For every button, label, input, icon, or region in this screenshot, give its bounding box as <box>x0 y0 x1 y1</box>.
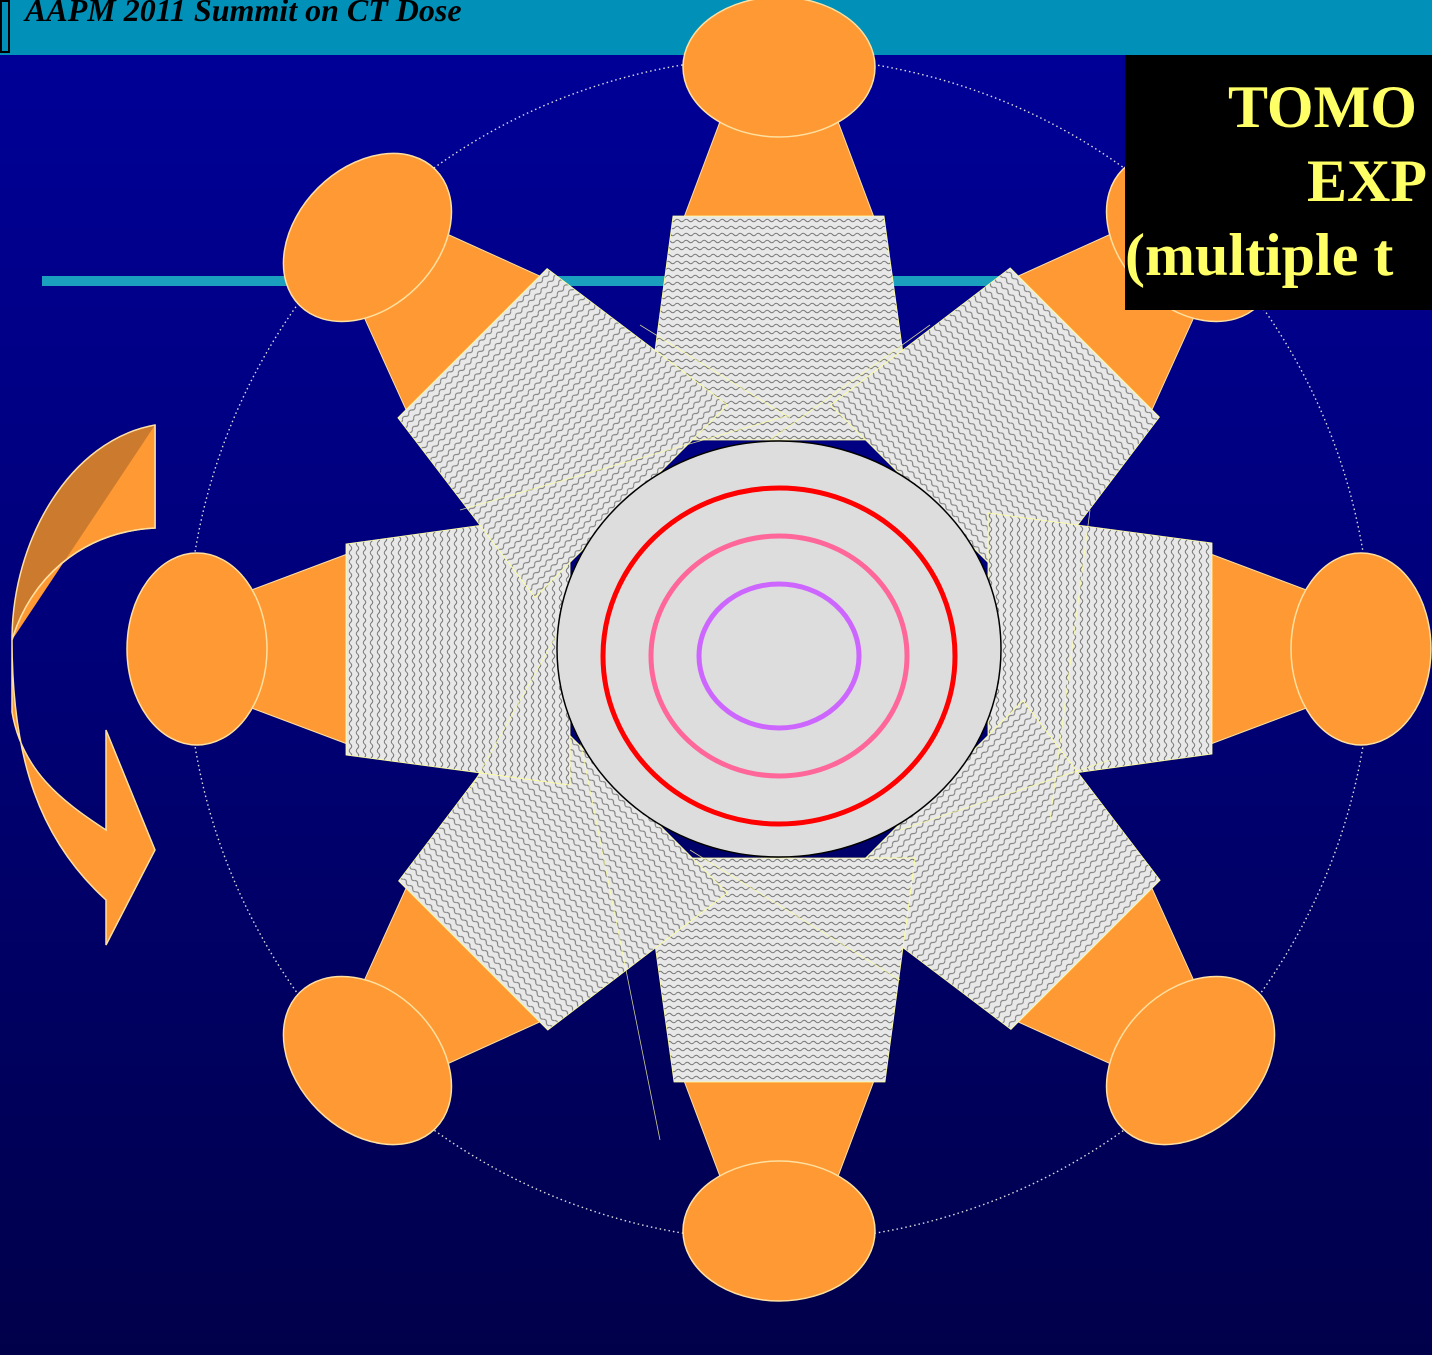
tube-head <box>1291 553 1431 745</box>
phantom <box>557 441 1001 857</box>
title-line-3: (multiple t <box>1125 225 1393 285</box>
tube-head <box>683 0 875 137</box>
title-line-2: EXP <box>1307 151 1427 211</box>
title-box: TOMO EXP (multiple t <box>1125 55 1432 310</box>
accent-line <box>42 276 1122 286</box>
tube-head <box>683 1161 875 1301</box>
title-line-1: TOMO <box>1228 77 1417 137</box>
tube-head <box>127 553 267 745</box>
